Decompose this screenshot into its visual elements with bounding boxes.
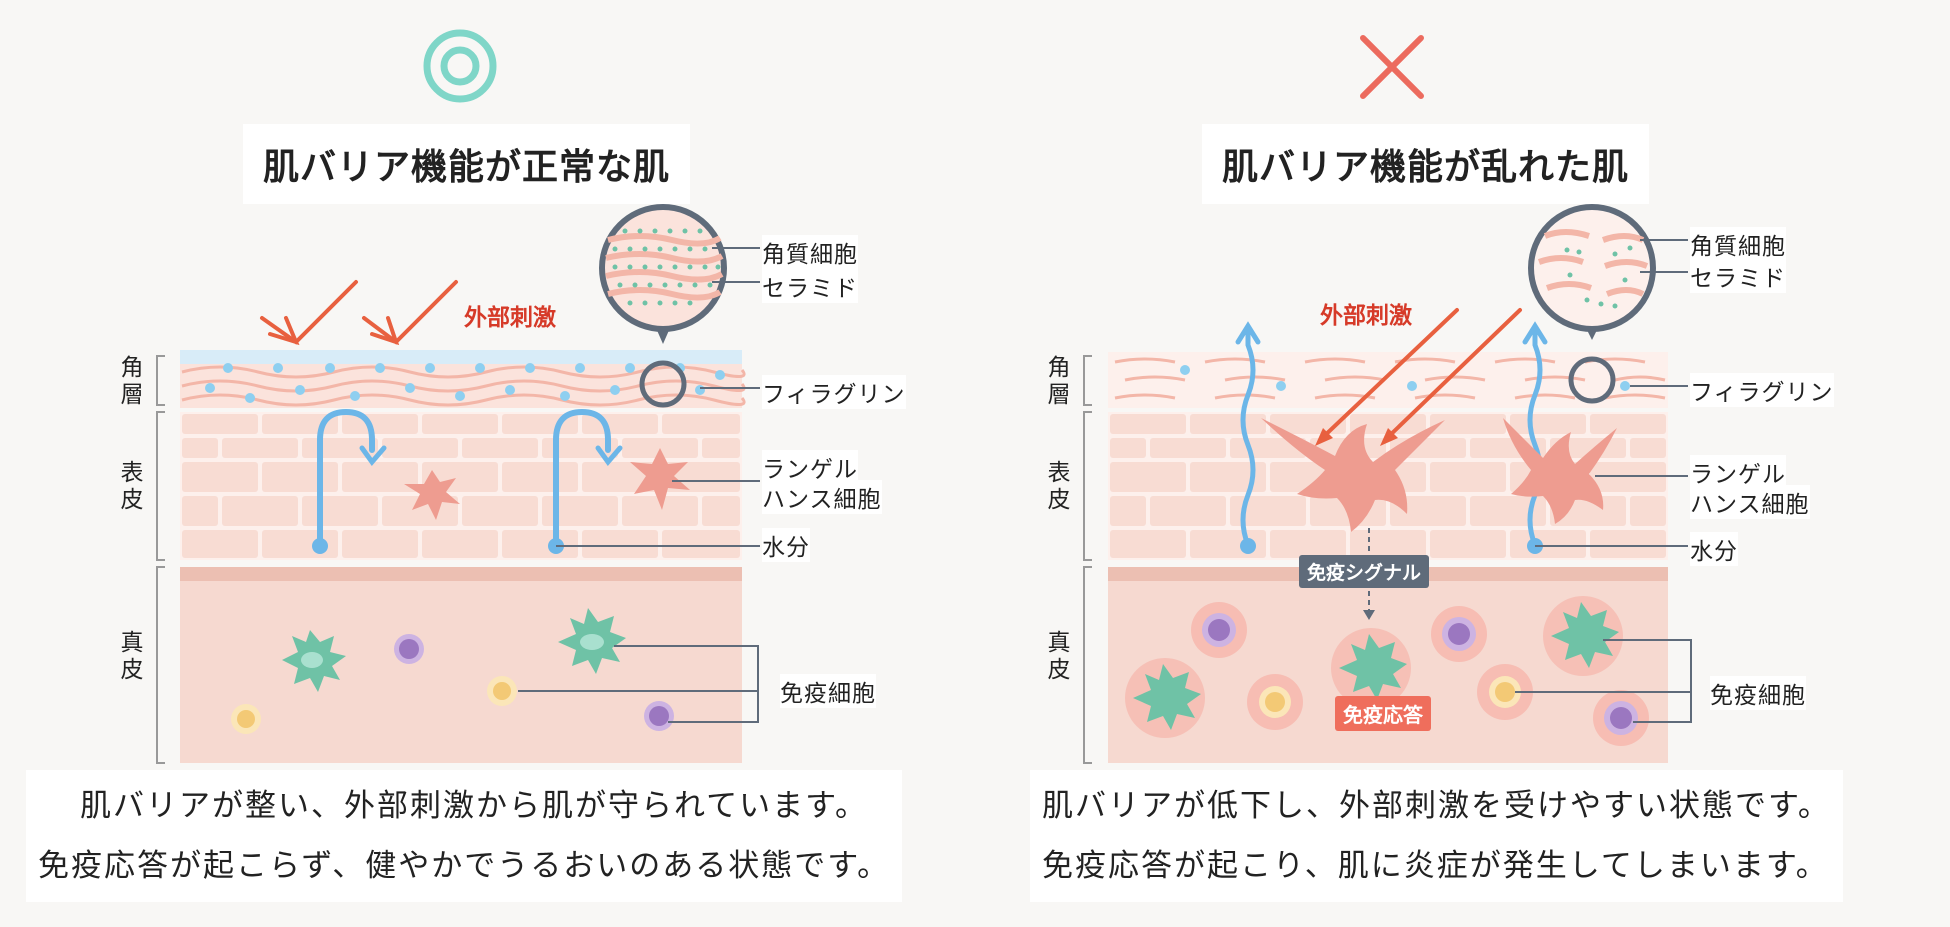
external-stimulus-label: 外部刺激 xyxy=(1320,296,1412,330)
immune-cell-label: 免疫細胞 xyxy=(780,674,876,708)
disrupted-skin-title: 肌バリア機能が乱れた肌 xyxy=(1202,124,1649,204)
caption-line-1: 肌バリアが整い、外部刺激から肌が守られています。 xyxy=(38,776,890,836)
double-circle-icon xyxy=(427,33,493,99)
corneocyte-label: 角質細胞 xyxy=(1690,227,1786,261)
ceramide-label: セラミド xyxy=(762,269,858,303)
filaggrin-label: フィラグリン xyxy=(762,375,906,409)
immune-cell-label: 免疫細胞 xyxy=(1710,676,1806,710)
langerhans-label-line2: ハンス細胞 xyxy=(1690,485,1810,519)
dermis-label: 真皮 xyxy=(117,630,147,684)
cross-icon xyxy=(1363,38,1421,96)
langerhans-label-line2: ハンス細胞 xyxy=(762,480,882,514)
layer-brackets xyxy=(1084,356,1092,763)
langerhans-label-line1: ランゲル xyxy=(762,450,858,484)
moisture-label: 水分 xyxy=(762,528,810,562)
filaggrin-label: フィラグリン xyxy=(1690,373,1834,407)
normal-skin-title: 肌バリア機能が正常な肌 xyxy=(243,124,690,204)
disrupted-skin-panel: 肌バリア機能が乱れた肌 外部刺激 角層 表皮 真皮 免疫シグナル 免疫応答 角質… xyxy=(975,0,1950,927)
caption-line-2: 免疫応答が起こらず、健やかでうるおいのある状態です。 xyxy=(38,836,890,896)
immune-response-tag: 免疫応答 xyxy=(1335,696,1431,731)
normal-skin-caption: 肌バリアが整い、外部刺激から肌が守られています。 免疫応答が起こらず、健やかでう… xyxy=(26,770,902,902)
immune-signal-tag: 免疫シグナル xyxy=(1299,555,1429,588)
stratum-corneum-label: 角層 xyxy=(1044,355,1074,409)
normal-skin-panel: 肌バリア機能が正常な肌 外部刺激 角層 表皮 真皮 角質細胞 セラミド フィラグ… xyxy=(0,0,975,927)
dermis-label: 真皮 xyxy=(1044,630,1074,684)
stimulus-arrows xyxy=(262,282,456,342)
layer-brackets xyxy=(157,356,165,763)
dermis-layer xyxy=(180,567,742,763)
caption-line-1: 肌バリアが低下し、外部刺激を受けやすい状態です。 xyxy=(1042,776,1831,836)
epidermis-label: 表皮 xyxy=(117,460,147,514)
epidermis-label: 表皮 xyxy=(1044,460,1074,514)
langerhans-label-line1: ランゲル xyxy=(1690,455,1786,489)
disrupted-skin-caption: 肌バリアが低下し、外部刺激を受けやすい状態です。 免疫応答が起こり、肌に炎症が発… xyxy=(1030,770,1843,902)
caption-line-2: 免疫応答が起こり、肌に炎症が発生してしまいます。 xyxy=(1042,836,1831,896)
external-stimulus-label: 外部刺激 xyxy=(464,298,556,332)
ceramide-label: セラミド xyxy=(1690,259,1786,293)
stratum-corneum-layer xyxy=(180,350,744,408)
moisture-label: 水分 xyxy=(1690,532,1738,566)
corneocyte-label: 角質細胞 xyxy=(762,235,858,269)
stratum-corneum-label: 角層 xyxy=(117,355,147,409)
